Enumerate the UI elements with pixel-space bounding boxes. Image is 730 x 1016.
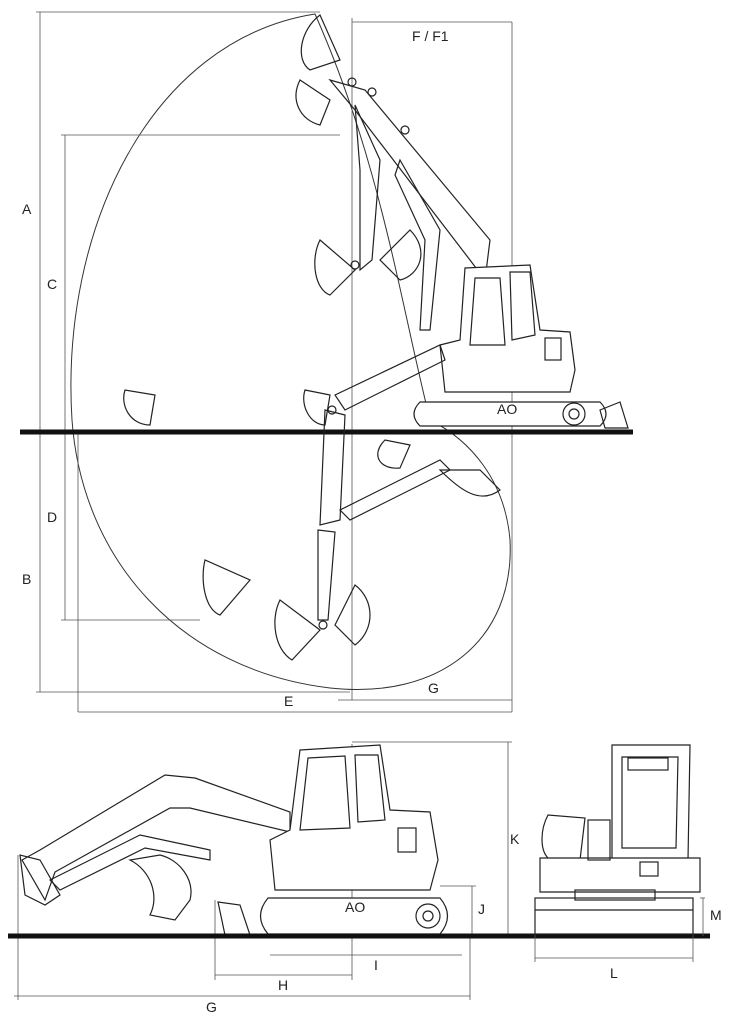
label-K: K (510, 831, 520, 847)
excavator-arm-lower (123, 344, 501, 661)
dimension-lines (36, 11, 513, 713)
label-L: L (610, 965, 618, 981)
label-G-bottom: G (206, 999, 217, 1015)
track-brand-top: AO (497, 401, 517, 417)
label-F: F / F1 (412, 28, 449, 44)
label-G-top: G (428, 680, 439, 696)
reach-envelope (70, 13, 511, 690)
excavator-front (534, 744, 701, 935)
label-A: A (22, 201, 32, 217)
label-I: I (374, 957, 378, 973)
excavator-side: AO (19, 744, 449, 936)
label-B: B (22, 571, 31, 587)
label-D: D (47, 509, 57, 525)
transport-side-view: AO K J I H G (8, 741, 710, 1015)
label-H: H (278, 977, 288, 993)
track-brand-side: AO (345, 899, 365, 915)
working-range-view: AO A B C D E F / F1 G (20, 11, 633, 713)
label-M: M (710, 907, 722, 923)
front-view: M L (534, 744, 722, 981)
label-C: C (47, 276, 57, 292)
excavator-body-top: AO (413, 264, 629, 429)
excavator-boom-top (295, 14, 491, 331)
dimension-lines-side (14, 741, 512, 1000)
label-E: E (284, 693, 293, 709)
label-J: J (478, 901, 485, 917)
